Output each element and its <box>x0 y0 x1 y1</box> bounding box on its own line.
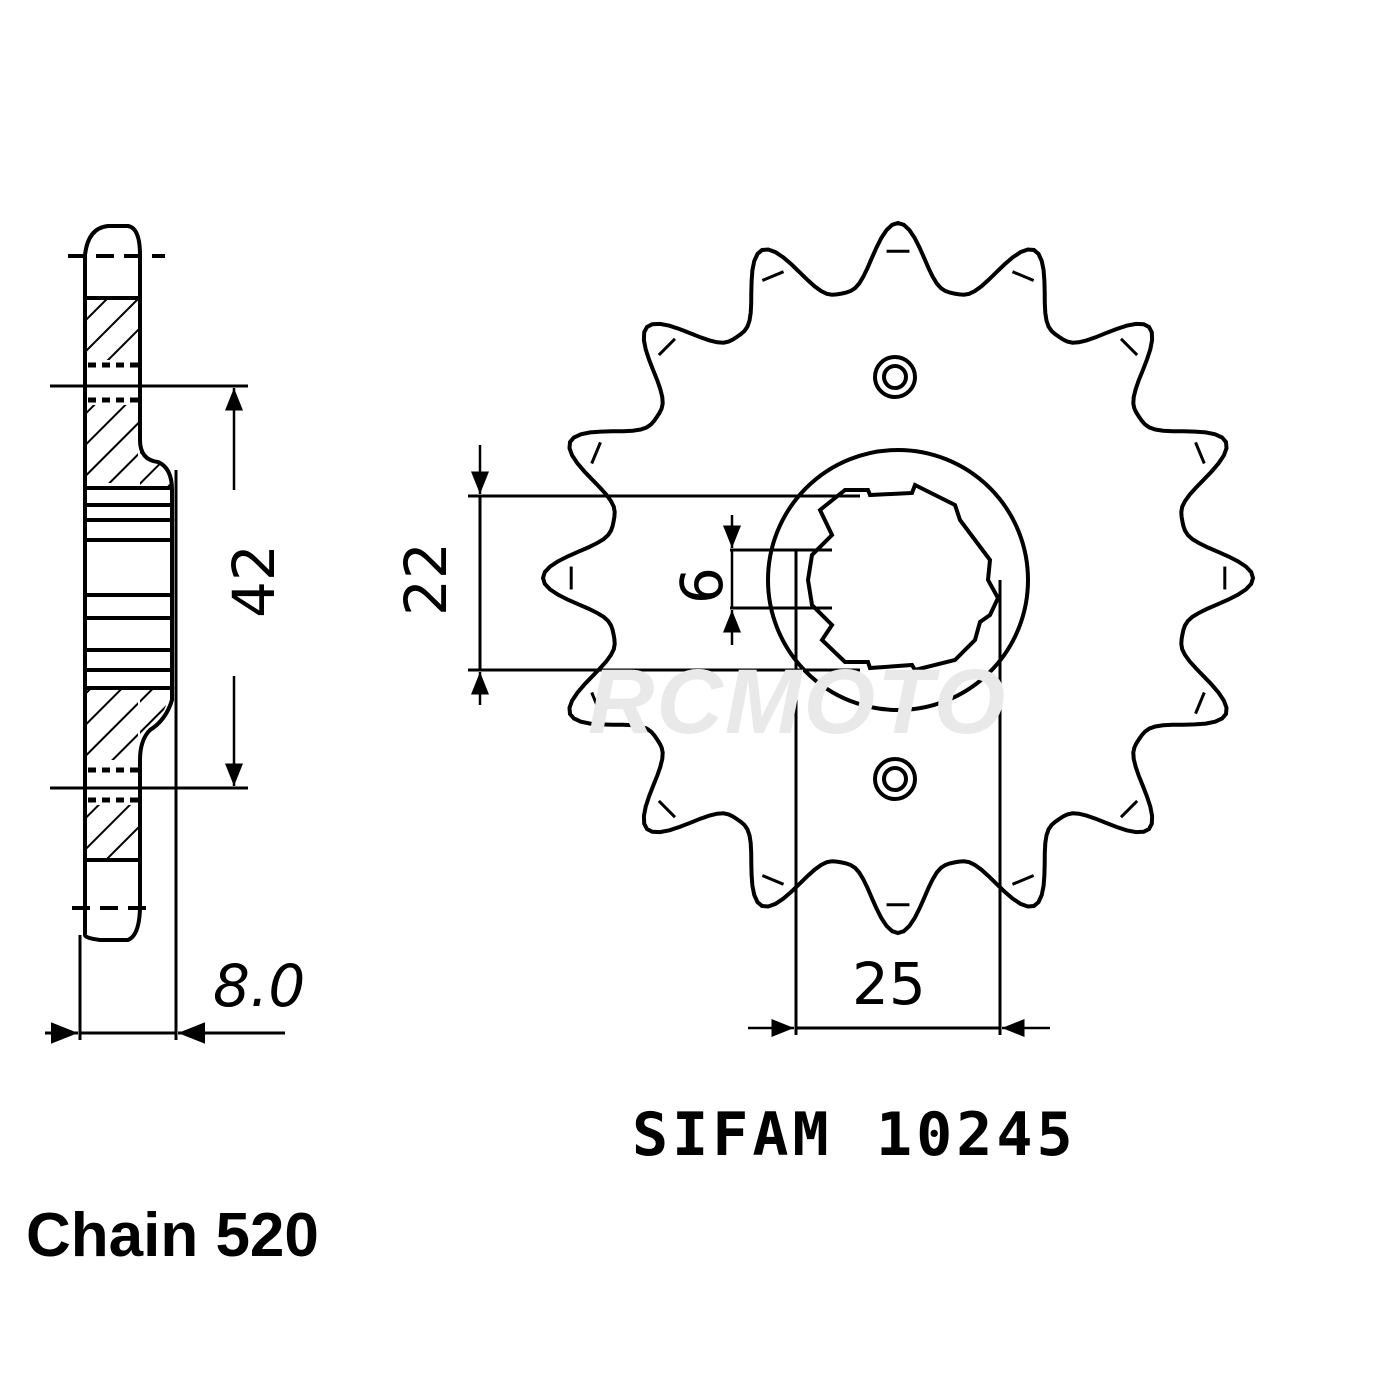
hatch-hub-lower <box>140 690 170 755</box>
tooth-tip-line <box>761 270 785 282</box>
hub-circle <box>766 448 1030 712</box>
part-number: 10245 <box>876 1100 1077 1170</box>
tooth-tips <box>569 249 1227 907</box>
watermark: RCMOTO <box>588 651 1008 753</box>
side-view <box>45 224 285 1044</box>
hatch-upper <box>87 298 138 360</box>
dim-22-label: 22 <box>392 542 460 616</box>
dim-6-label: 6 <box>668 567 736 604</box>
sprocket-outline <box>540 220 1256 936</box>
tooth-tip-line <box>1011 270 1035 282</box>
tooth-tip-line <box>1119 337 1139 357</box>
dim-8-label: 8.0 <box>213 952 306 1020</box>
chain-size-label: Chain 520 <box>26 1201 319 1270</box>
side-profile <box>83 224 174 942</box>
tooth-tip-line <box>1194 441 1206 465</box>
dim-25-label: 25 <box>852 950 926 1018</box>
tooth-tip-line <box>1194 691 1206 715</box>
dim-42-label: 42 <box>220 544 288 618</box>
spline-bore <box>805 482 1001 673</box>
hatch-upper-2 <box>87 405 138 483</box>
tooth-tip-line <box>1011 874 1035 886</box>
tooth-tip-line <box>657 799 677 819</box>
tooth-tip-line <box>590 441 602 465</box>
hatch-lower <box>87 688 138 760</box>
tooth-tip-line <box>761 874 785 886</box>
hatch-bottom <box>87 805 138 860</box>
tooth-tip-line <box>1119 799 1139 819</box>
bolt-hole-top-inner <box>882 364 908 390</box>
tooth-tip-line <box>657 337 677 357</box>
hatch-hub-upper <box>140 440 170 488</box>
part-brand: SIFAM <box>632 1100 833 1170</box>
bolt-hole-bottom-inner <box>882 766 908 792</box>
bolt-hole-bottom <box>873 757 917 801</box>
tooth-tip-line <box>590 691 602 715</box>
front-view <box>468 220 1256 1037</box>
bolt-hole-top <box>873 355 917 399</box>
